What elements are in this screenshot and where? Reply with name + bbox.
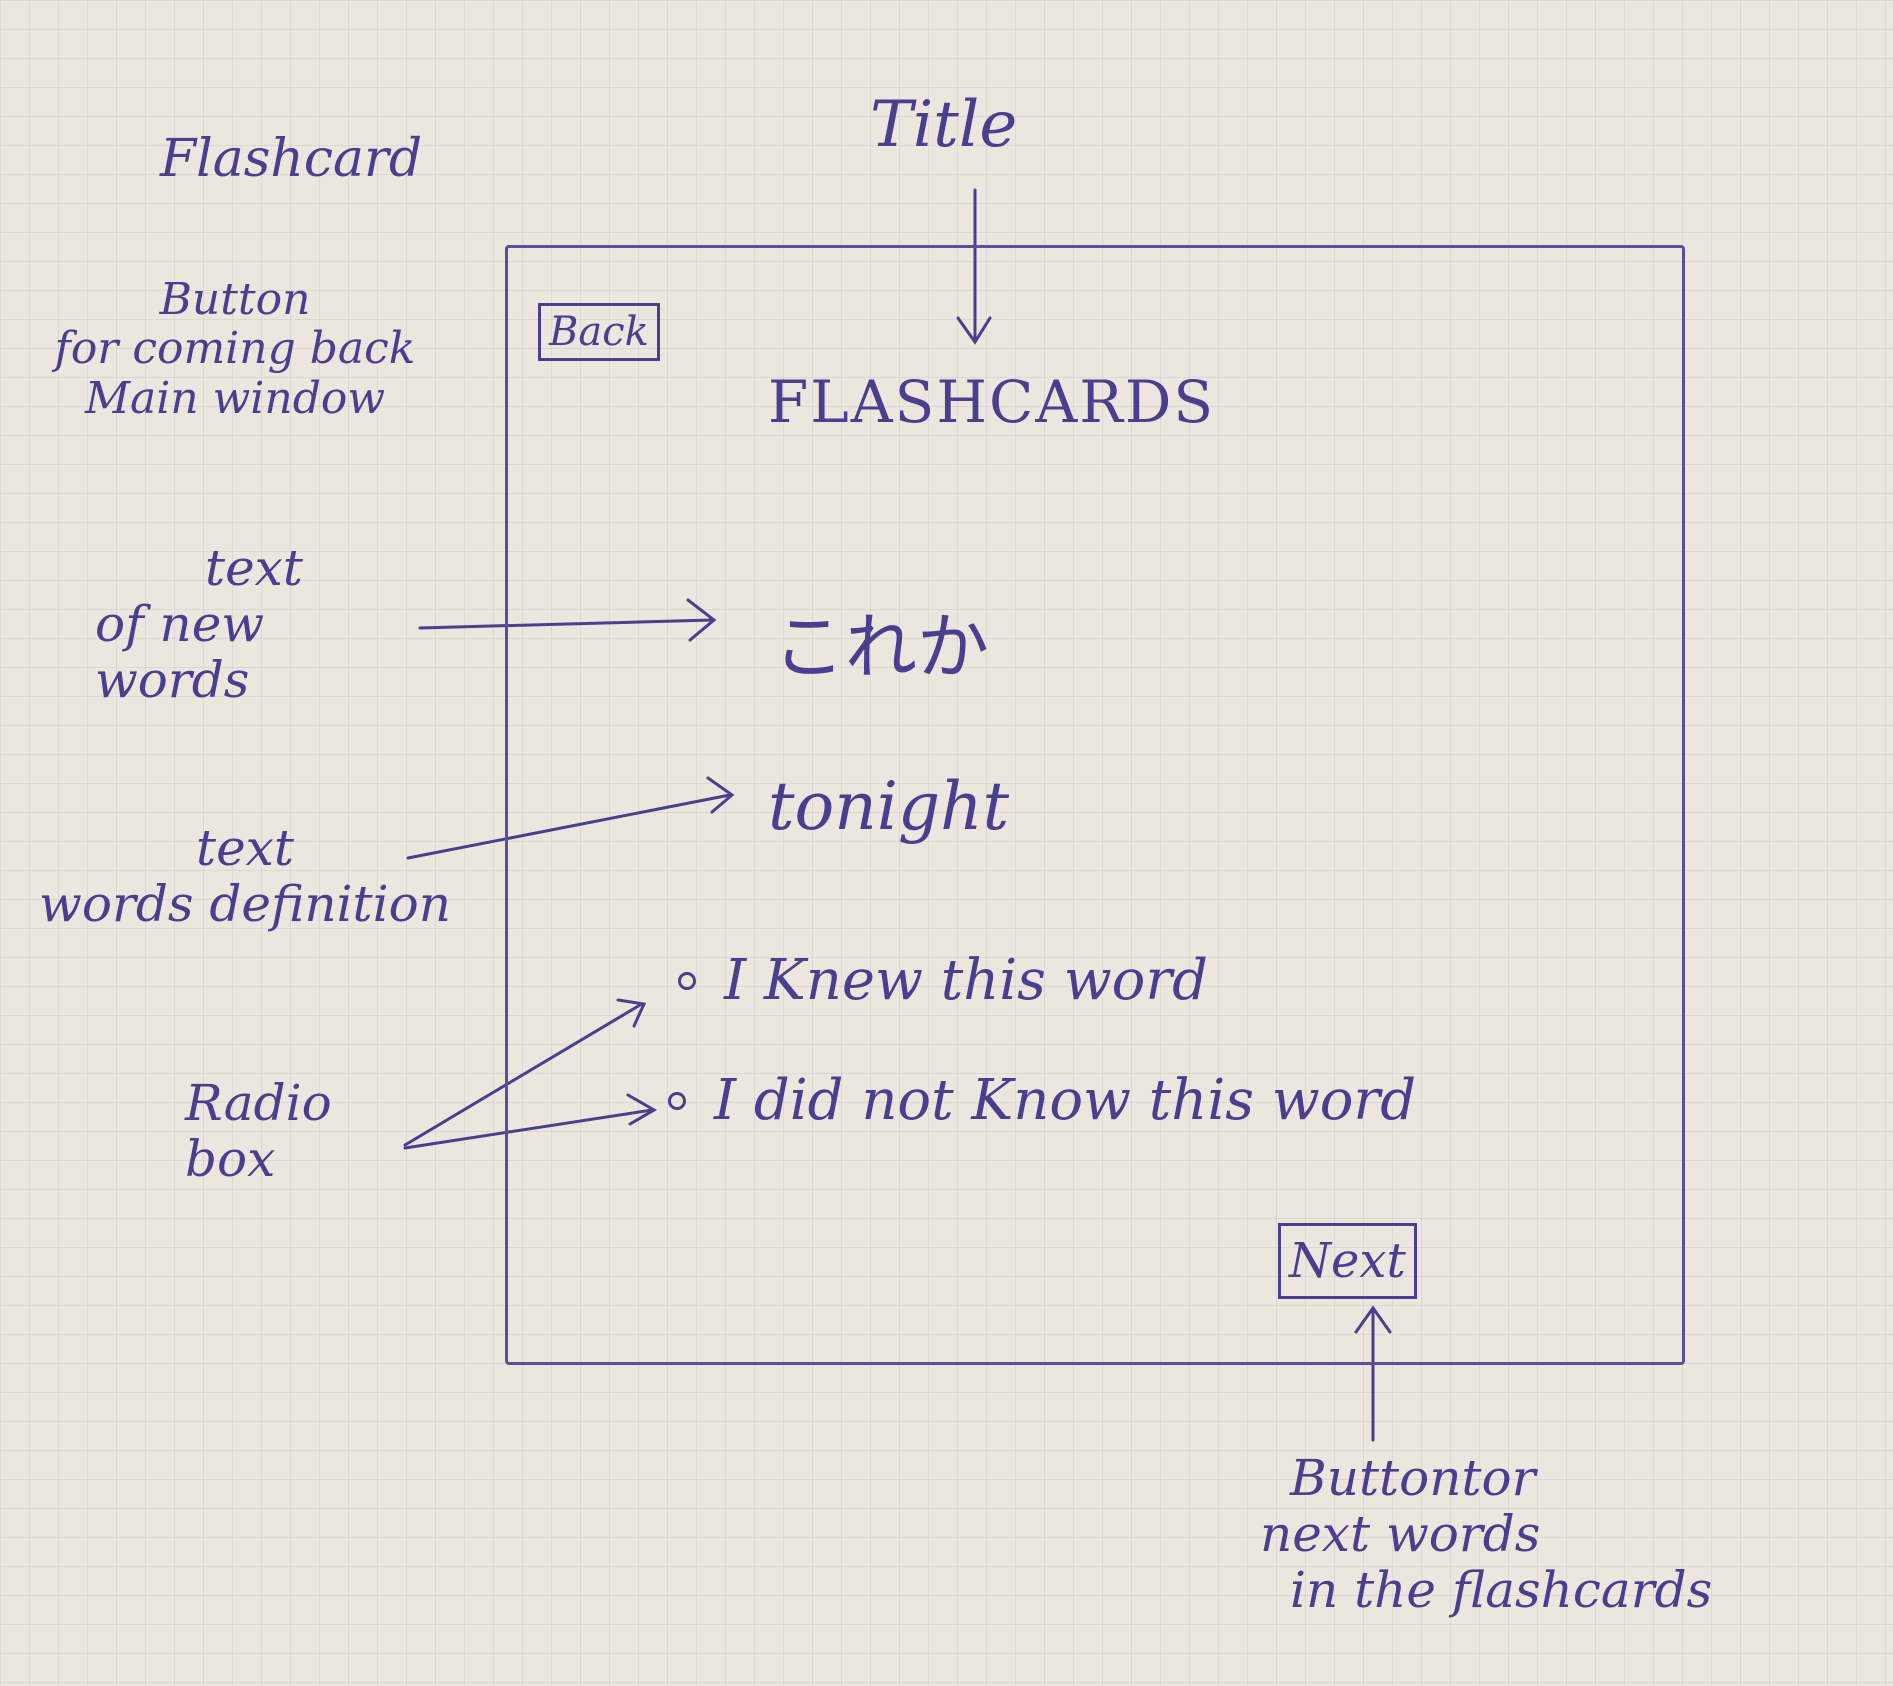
- back-button[interactable]: Back: [538, 303, 660, 361]
- definition-annotation: text words definition: [35, 820, 455, 932]
- word-annotation-line-1: text: [205, 539, 303, 597]
- radio-arrow-1: [403, 1003, 642, 1147]
- new-word-text: これか: [773, 605, 990, 689]
- word-arrowhead: [686, 598, 717, 642]
- next-annotation-line-1: Buttontor: [1290, 1449, 1536, 1507]
- radio-arrow-2: [403, 1108, 654, 1150]
- word-annotation-line-2: of new: [95, 595, 265, 653]
- flashcard-window: Back FLASHCARDS これか tonight I Knew this …: [505, 245, 1685, 1365]
- definition-text: tonight: [768, 768, 1010, 845]
- radio-annotation-line-2: box: [185, 1130, 276, 1188]
- title-annotation: Title: [870, 88, 1018, 162]
- option-knew-label: I Knew this word: [724, 948, 1208, 1013]
- radio-annotation: Radio box: [185, 1075, 332, 1187]
- radio-annotation-line-1: Radio: [185, 1074, 332, 1132]
- option-not-knew[interactable]: I did not Know this word: [668, 1068, 1416, 1133]
- next-annotation-line-3: in the flashcards: [1290, 1561, 1713, 1619]
- word-annotation: text of new words: [95, 540, 303, 708]
- radio-arrowhead-1: [616, 998, 647, 1028]
- radio-not-knew[interactable]: [668, 1091, 686, 1110]
- window-title: FLASHCARDS: [768, 368, 1216, 436]
- next-button[interactable]: Next: [1278, 1223, 1417, 1299]
- back-annotation-line-2: for coming back: [54, 323, 416, 375]
- definition-annotation-line-2: words definition: [39, 875, 451, 933]
- radio-arrowhead-2: [626, 1093, 657, 1126]
- definition-arrow: [406, 793, 732, 860]
- next-arrowhead: [1354, 1305, 1392, 1334]
- back-annotation-line-3: Main window: [84, 372, 386, 424]
- sketch-label: Flashcard: [160, 129, 423, 189]
- word-annotation-line-3: words: [95, 651, 250, 709]
- option-knew[interactable]: I Knew this word: [678, 948, 1208, 1013]
- next-annotation-line-2: next words: [1260, 1505, 1541, 1563]
- definition-arrowhead: [706, 776, 735, 814]
- title-arrowhead: [956, 316, 992, 345]
- definition-annotation-line-1: text: [196, 819, 294, 877]
- back-annotation-line-1: Button: [159, 274, 311, 325]
- radio-knew[interactable]: [678, 971, 696, 990]
- next-annotation: Buttontor next words in the flashcards: [1260, 1450, 1712, 1618]
- word-arrow: [418, 618, 714, 630]
- option-not-knew-label: I did not Know this word: [714, 1068, 1417, 1133]
- back-annotation: Button for coming back Main window: [20, 275, 450, 423]
